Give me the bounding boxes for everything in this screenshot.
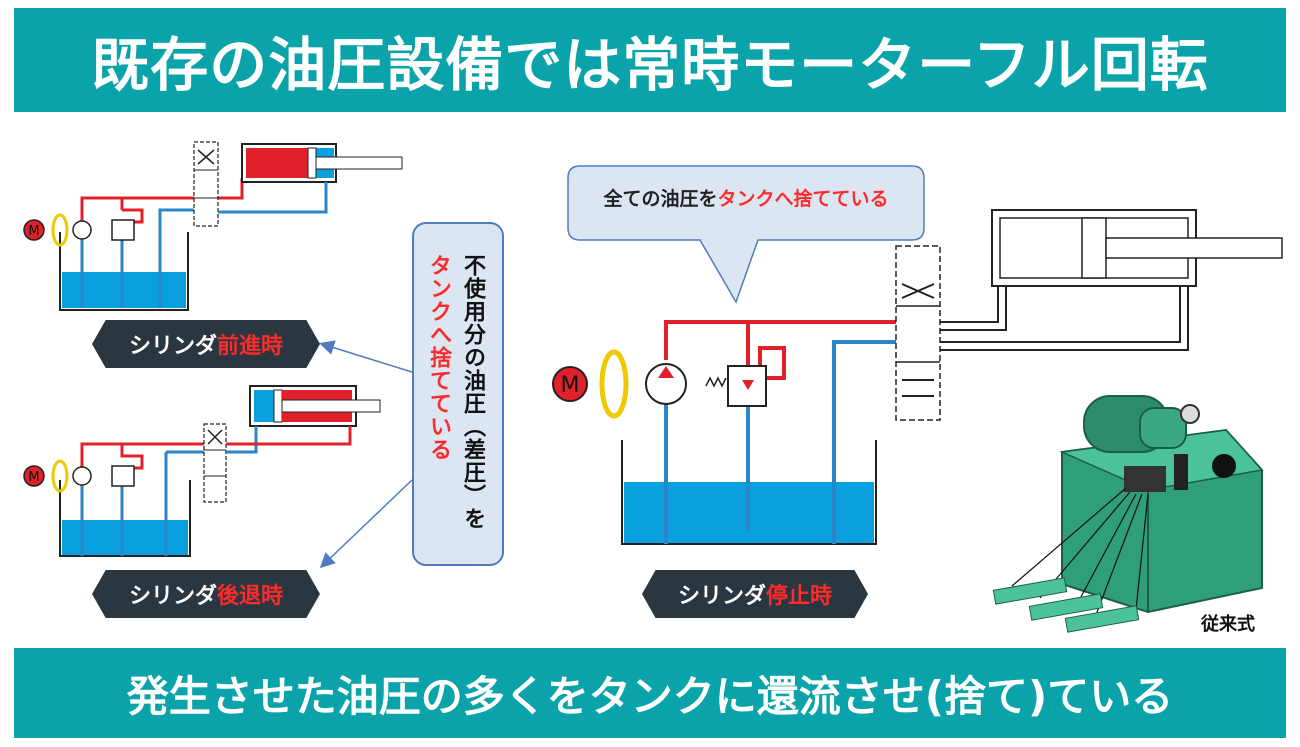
callout-text-1: 不使用分の油圧（差圧）を (460, 254, 485, 530)
circuit-backward: M (23, 385, 381, 557)
label-stop-prefix: シリンダ (677, 584, 766, 609)
motor-letter-3: M (561, 373, 580, 398)
callout-box: 不使用分の油圧（差圧）を タンクへ捨てている (412, 222, 504, 566)
unit-caption: 従来式 (1201, 614, 1255, 635)
speech-bubble (567, 165, 925, 304)
circuit-stop: M (552, 209, 1283, 545)
callout-text-2: タンクへ捨てている (426, 254, 451, 461)
label-backward-highlight: 後退時 (217, 584, 284, 609)
label-forward: シリンダ前進時 (92, 320, 320, 368)
footer-summary: 発生させた油圧の多くをタンクに還流させ(捨て)ている (14, 648, 1286, 738)
label-stop: シリンダ停止時 (642, 570, 868, 618)
bubble-highlight: タンクへ捨てている (717, 188, 889, 210)
motor-letter-1: M (28, 224, 39, 239)
label-stop-highlight: 停止時 (766, 584, 833, 609)
circuit-forward: M (23, 141, 403, 311)
page-title: 既存の油圧設備では常時モーターフル回転 (14, 8, 1286, 112)
bubble-prefix: 全ての油圧を (603, 188, 718, 210)
label-backward-prefix: シリンダ (128, 584, 217, 609)
hydraulic-unit-illustration (992, 395, 1264, 633)
label-forward-prefix: シリンダ (128, 334, 217, 359)
motor-letter-2: M (28, 470, 39, 485)
bubble-text: 全ての油圧をタンクへ捨てている (566, 184, 926, 211)
label-backward: シリンダ後退時 (92, 570, 320, 618)
label-forward-highlight: 前進時 (217, 334, 284, 359)
